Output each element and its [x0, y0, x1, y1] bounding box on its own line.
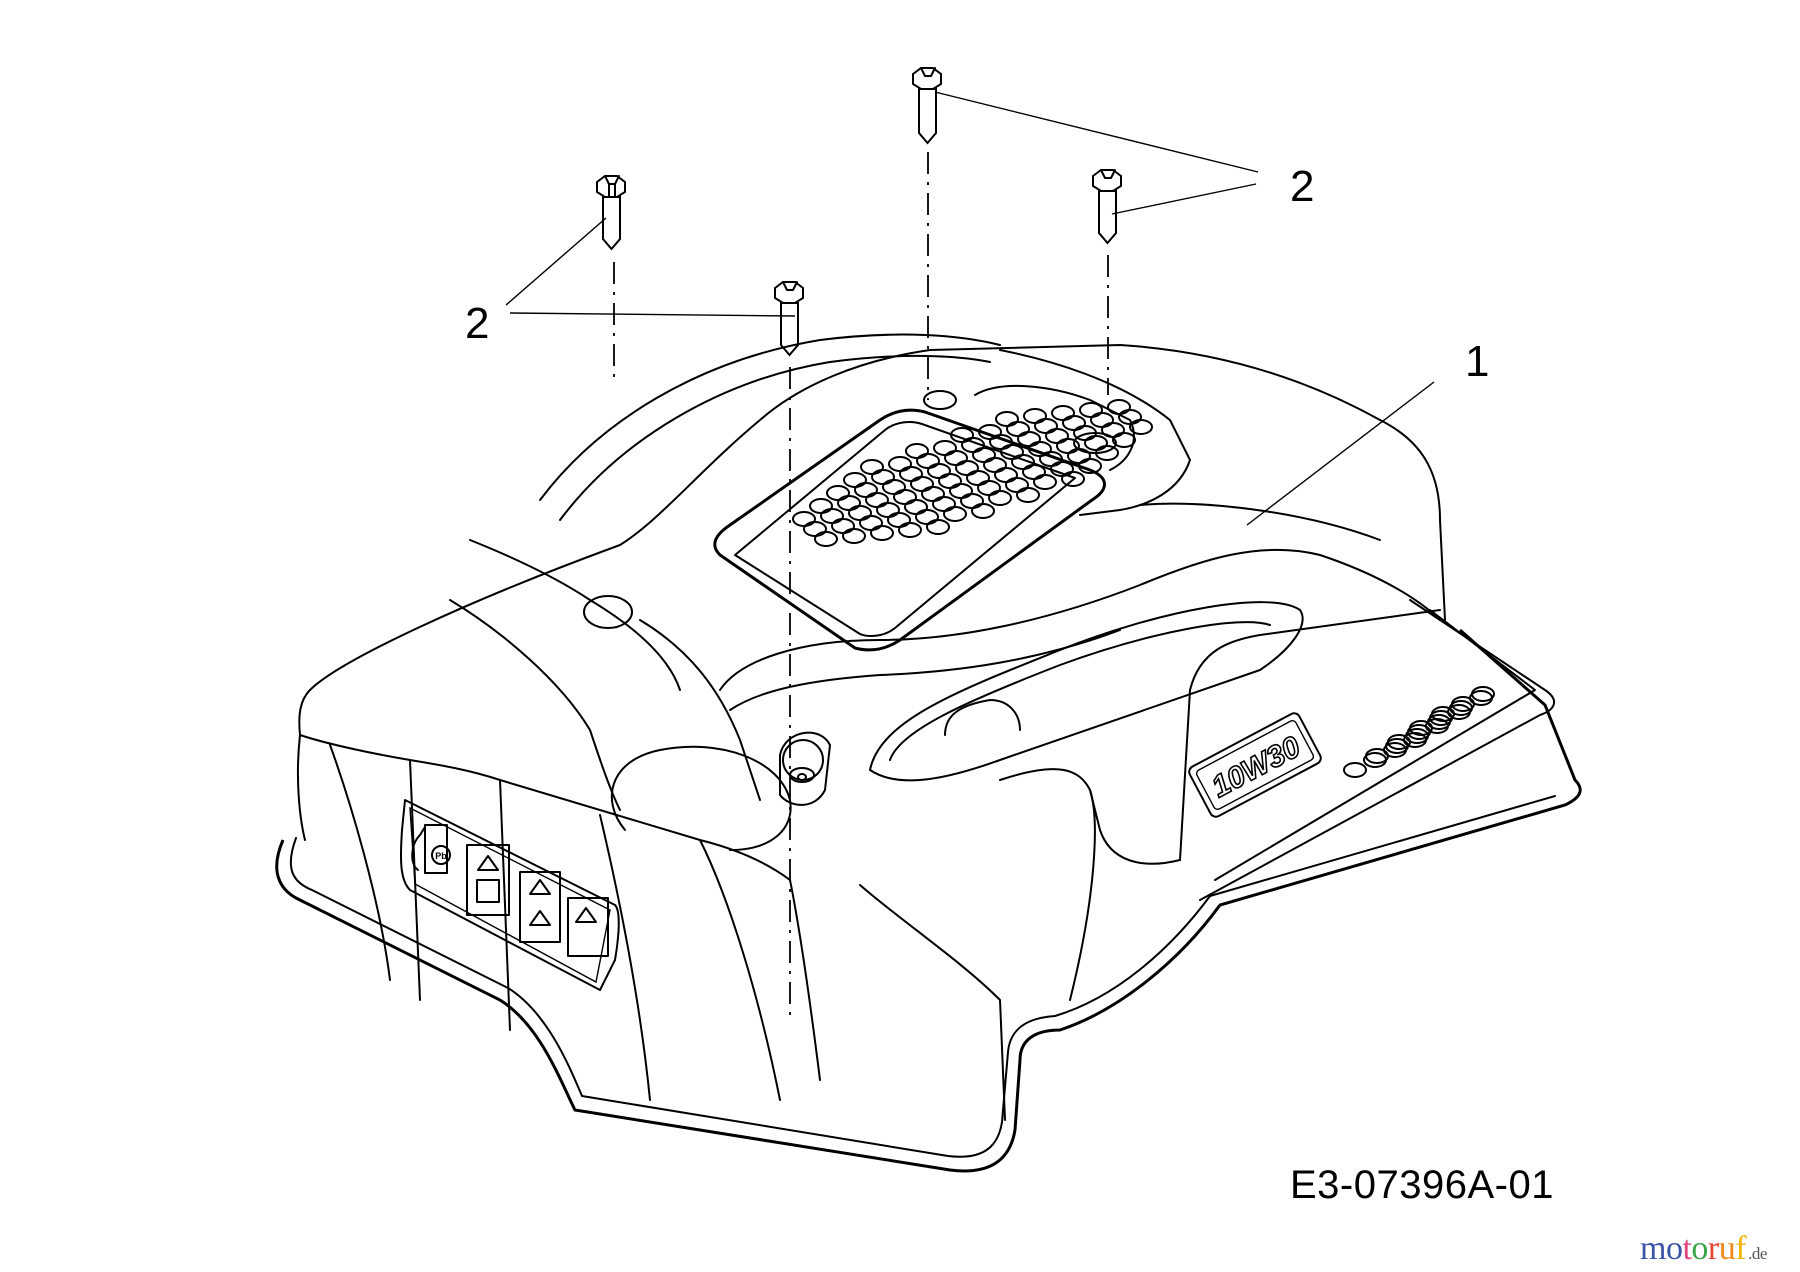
- engine-cover-part: 10W30 Pb: [275, 333, 1582, 1173]
- air-vent-grille: [713, 399, 1153, 652]
- watermark-logo: motoruf.de: [1640, 1232, 1767, 1266]
- watermark-letters: motoruf: [1640, 1230, 1747, 1267]
- svg-text:Pb: Pb: [435, 851, 447, 861]
- bolt-icon-4: [1092, 169, 1122, 245]
- watermark-letter: o: [1665, 1230, 1683, 1267]
- bolt-icon-1: [596, 175, 626, 251]
- watermark-letter: m: [1640, 1230, 1666, 1267]
- warning-triangle-icon: [567, 897, 609, 957]
- callout-part-2-right: 2: [1290, 162, 1315, 211]
- side-vent-grille: [1343, 686, 1495, 778]
- leader-lines: [505, 91, 1435, 526]
- drawing-id: E3-07396A-01: [1290, 1163, 1554, 1207]
- oil-grade-badge: 10W30: [1188, 712, 1322, 818]
- watermark-letter: f: [1735, 1230, 1747, 1267]
- svg-text:10W30: 10W30: [1206, 730, 1306, 804]
- fuel-pump-icon: Pb: [411, 824, 451, 874]
- warning-triangle-icon: [466, 844, 510, 916]
- watermark-tld: .de: [1748, 1244, 1767, 1263]
- callout-part-2-left: 2: [465, 299, 490, 348]
- watermark-letter: o: [1691, 1230, 1708, 1267]
- watermark-letter: r: [1707, 1230, 1719, 1267]
- warning-triangle-icon: [519, 871, 561, 943]
- watermark-letter: t: [1682, 1230, 1692, 1267]
- watermark-letter: u: [1718, 1230, 1736, 1267]
- bolt-icon-3: [912, 67, 942, 145]
- warning-decal-panel: Pb: [399, 799, 620, 991]
- callout-part-1: 1: [1465, 337, 1490, 386]
